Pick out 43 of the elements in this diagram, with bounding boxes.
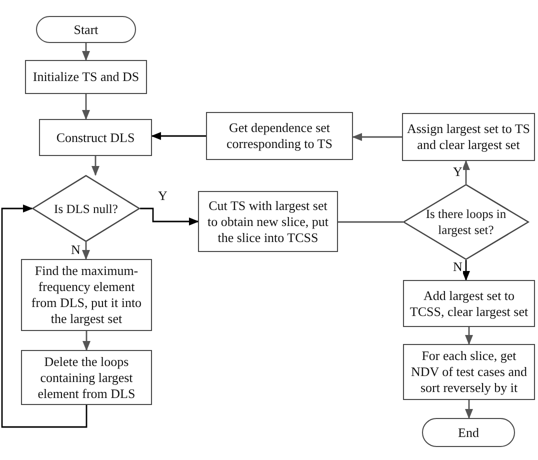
decision-diamond [403, 184, 529, 260]
node-text: Initialize TS and DS [32, 69, 140, 85]
process-box [206, 112, 353, 160]
process-box [403, 344, 535, 400]
arrow [462, 260, 470, 281]
process-box [403, 280, 535, 327]
node-text: Add largest set to TCSS, clear largest set [408, 288, 530, 320]
process-box [198, 191, 338, 252]
node-text: Is there loops in largest set? [425, 206, 507, 238]
arrow [140, 208, 199, 226]
node-text: Assign largest set to TS and clear largest set [406, 121, 531, 153]
arrow [82, 242, 90, 260]
node-text: Cut TS with largest set to obtain new slice, put the slice into TCSS [206, 198, 330, 246]
arrow [151, 132, 206, 140]
edge-label: N [452, 260, 464, 274]
arrow [82, 331, 90, 351]
node-text: Get dependence set corresponding to TS [226, 120, 334, 152]
node-text: Start [74, 22, 98, 38]
process-box [402, 113, 535, 161]
node-text: End [458, 424, 479, 440]
process-box [39, 119, 152, 156]
arrow [462, 160, 470, 184]
node-text: Find the maximum-frequency element from DLS, put it into the largest set [30, 263, 143, 327]
process-box [25, 60, 147, 94]
arrow [1, 204, 88, 428]
edge-label: N [70, 243, 82, 257]
arrow [352, 133, 402, 141]
arrow [92, 156, 100, 176]
node-text: Construct DLS [56, 130, 135, 146]
arrow [82, 94, 90, 120]
process-box [21, 259, 152, 331]
arrow [465, 327, 473, 345]
terminal-box [422, 418, 515, 447]
arrow [465, 400, 473, 419]
arrow [82, 43, 90, 61]
process-box [21, 350, 152, 405]
node-text: Delete the loops containing largest element from DLS [36, 354, 136, 402]
node-text: For each slice, get NDV of test cases and sort reversely by it [410, 348, 528, 396]
terminal-box [36, 16, 136, 43]
decision-diamond [32, 175, 140, 242]
node-text: Is DLS null? [54, 200, 118, 216]
edge-label: Y [452, 165, 464, 179]
edge-label: Y [157, 189, 168, 203]
